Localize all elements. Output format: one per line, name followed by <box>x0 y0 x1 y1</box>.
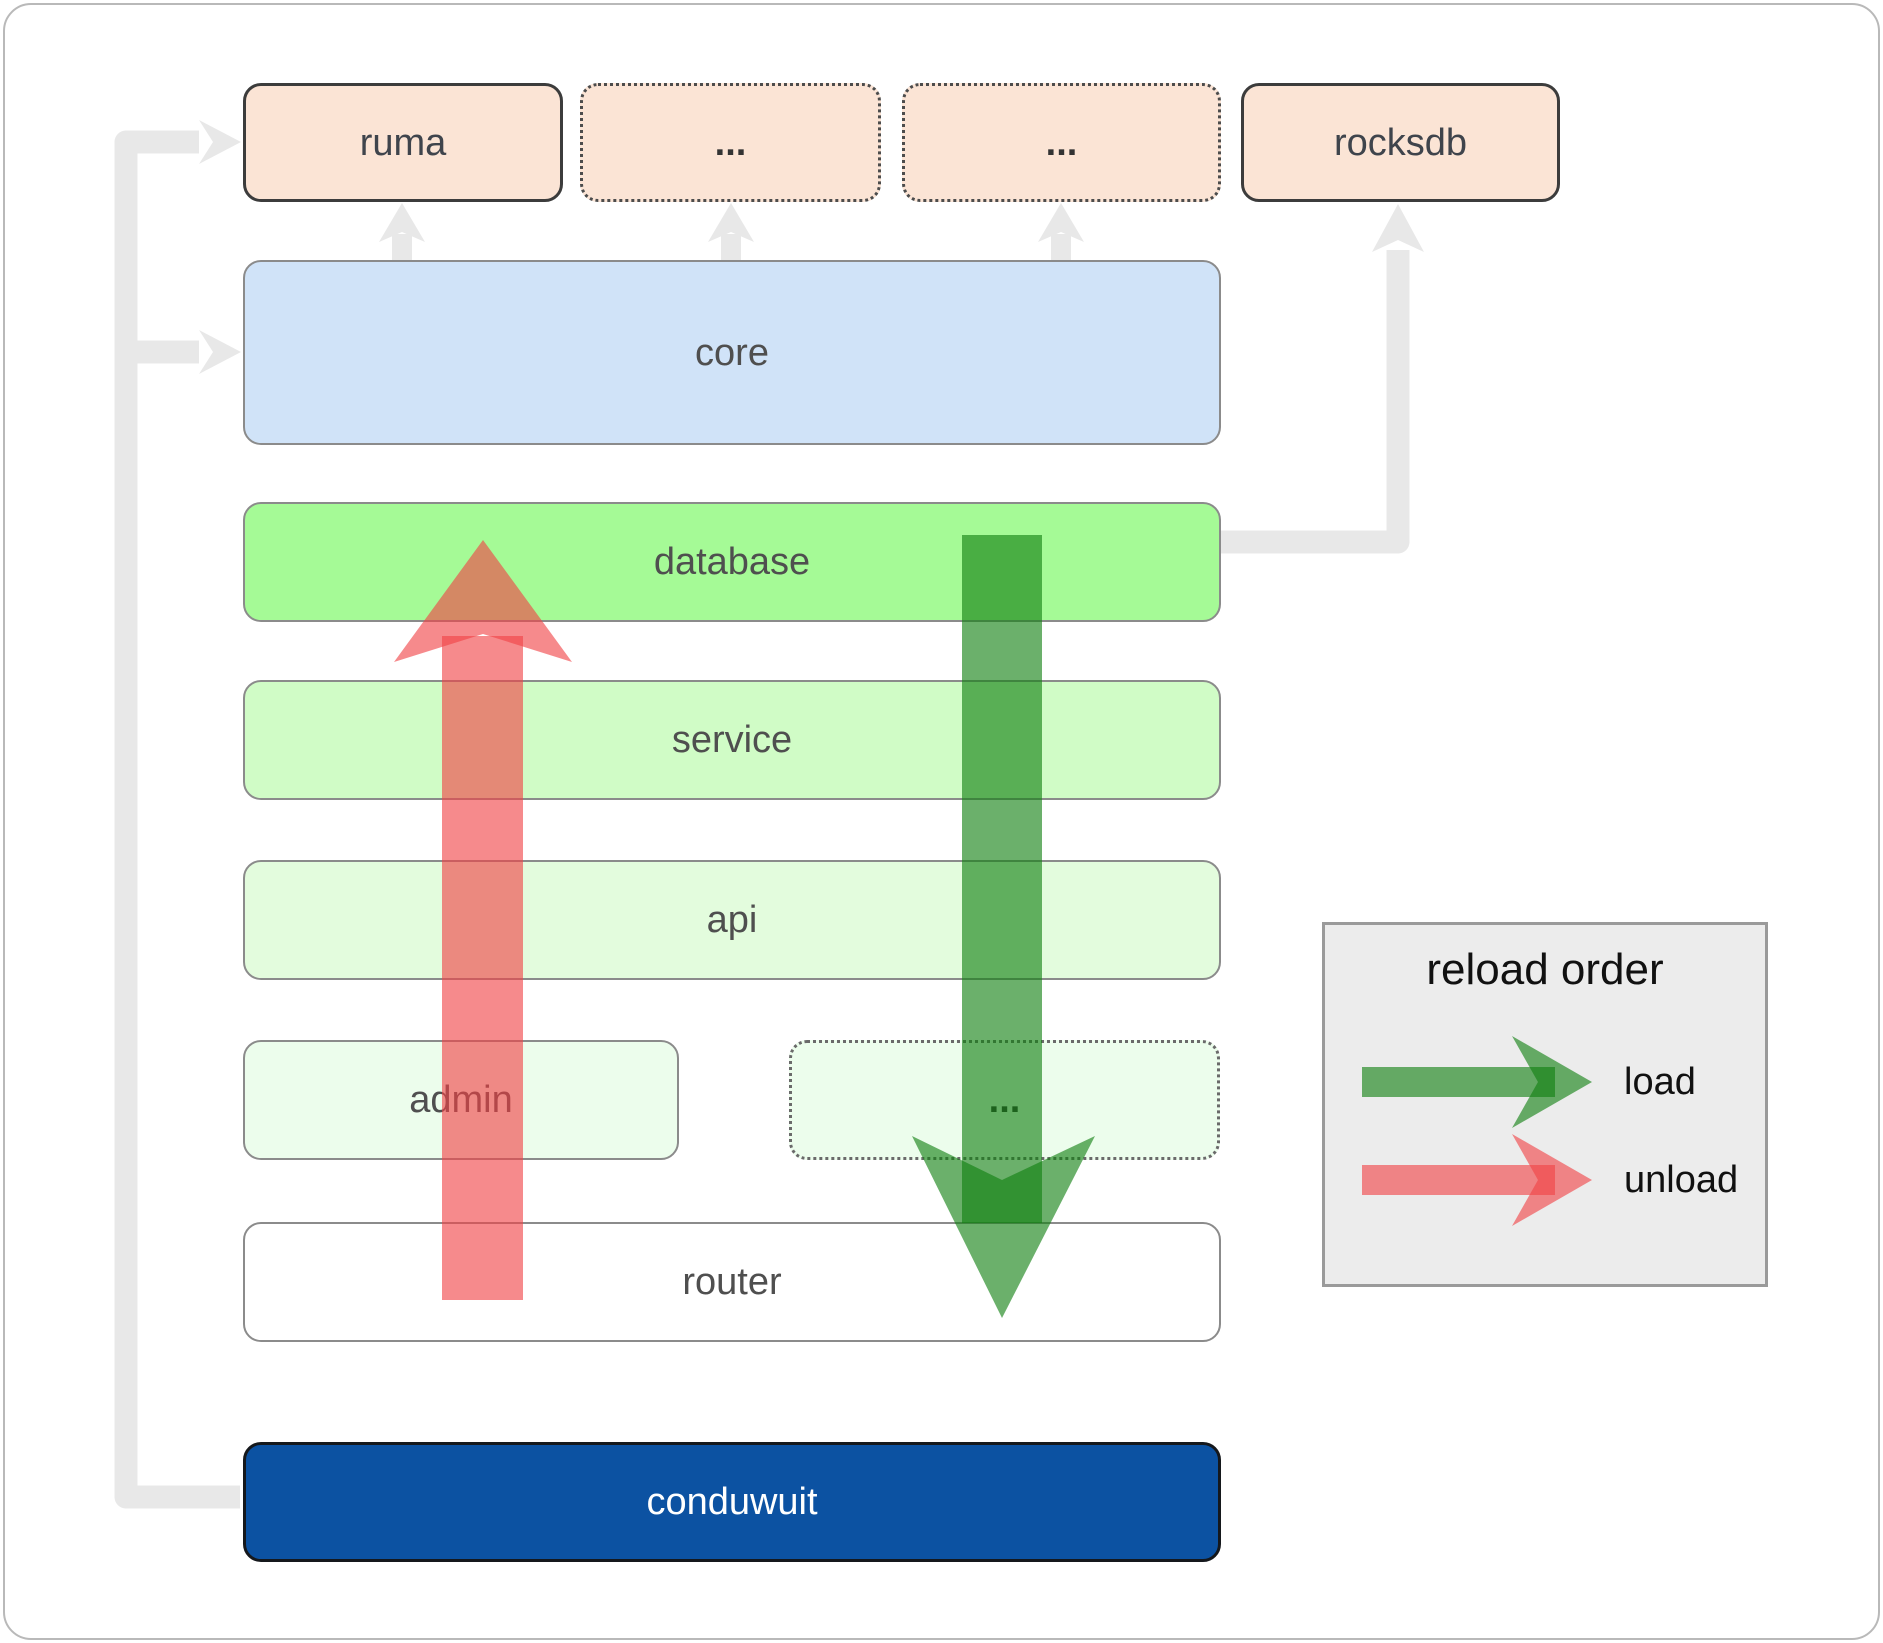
node-ellipsis-top-1-label: ... <box>714 121 747 164</box>
node-core: core <box>243 260 1221 445</box>
legend-unload-label: unload <box>1624 1159 1739 1201</box>
node-ruma: ruma <box>243 83 563 202</box>
page-border <box>3 3 1880 1640</box>
node-rocksdb: rocksdb <box>1241 83 1560 202</box>
node-service: service <box>243 680 1221 800</box>
node-ellipsis-top-1: ... <box>580 83 881 202</box>
node-api: api <box>243 860 1221 980</box>
node-router-label: router <box>682 1261 782 1303</box>
conduwuit-to-ruma-connector <box>114 130 240 1509</box>
database-to-rocksdb-connector <box>1221 250 1410 554</box>
node-ellipsis-top-2-label: ... <box>1045 121 1078 164</box>
core-to-ellipsis2-arrow <box>1038 203 1084 263</box>
node-database-label: database <box>653 541 811 583</box>
node-core-label: core <box>695 331 769 374</box>
legend-title: reload order <box>1426 945 1664 994</box>
core-to-ellipsis1-arrow <box>708 203 754 263</box>
node-ellipsis-admin-row-label: ... <box>988 1079 1021 1121</box>
node-admin-label: admin <box>409 1079 513 1121</box>
node-database: database <box>243 502 1221 622</box>
arrowhead-into-ruma-icon <box>199 120 241 164</box>
arrowhead-into-rocksdb-icon <box>1372 204 1424 252</box>
node-router: router <box>243 1222 1221 1342</box>
node-ruma-label: ruma <box>359 121 447 164</box>
node-ellipsis-admin-row: ... <box>789 1040 1220 1160</box>
core-to-ruma-arrow <box>379 203 425 263</box>
arrowhead-into-core-icon <box>199 330 241 374</box>
node-admin: admin <box>243 1040 679 1160</box>
node-ellipsis-top-2: ... <box>902 83 1221 202</box>
node-service-label: service <box>671 719 793 761</box>
legend-load-label: load <box>1624 1061 1696 1103</box>
node-conduwuit: conduwuit <box>243 1442 1221 1562</box>
node-api-label: api <box>706 899 758 941</box>
node-conduwuit-label: conduwuit <box>646 1481 818 1523</box>
node-rocksdb-label: rocksdb <box>1333 121 1468 164</box>
